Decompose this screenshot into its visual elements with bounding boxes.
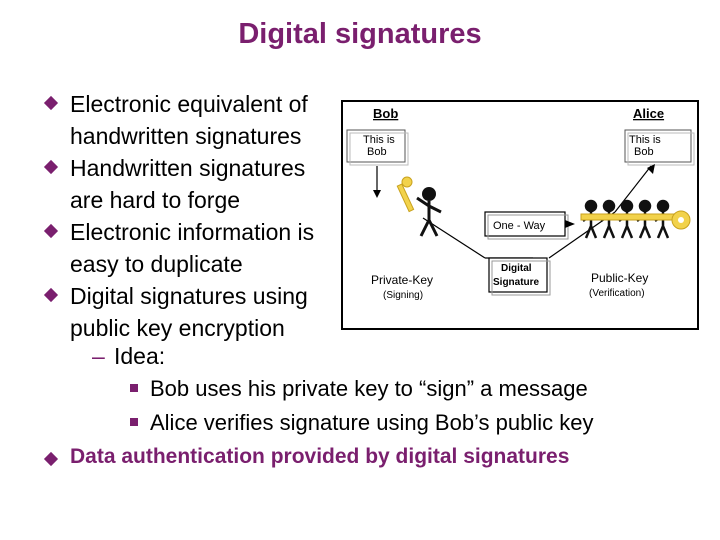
square-bullet-icon [130, 384, 138, 393]
public-key-sublabel: (Verification) [589, 288, 645, 299]
public-key-icon [580, 210, 691, 230]
sub-sub-bullets: Bob uses his private key to “sign” a mes… [130, 372, 710, 440]
private-key-sublabel: (Signing) [383, 290, 423, 301]
private-key-label: Private-Key [371, 273, 433, 287]
square-bullet-icon [130, 418, 138, 427]
private-key-icon [396, 176, 415, 213]
bob-doc-line: This is [363, 134, 395, 146]
sub-sub-bullet-text: Alice verifies signature using Bob’s pub… [150, 410, 594, 435]
sub-sub-bullet-text: Bob uses his private key to “sign” a mes… [150, 376, 588, 401]
alice-doc-line: This is [629, 134, 661, 146]
slide-title: Digital signatures [238, 18, 482, 50]
diamond-bullet-icon [43, 159, 59, 175]
bullet-line: Handwritten signatures [70, 155, 306, 181]
diamond-bullet-icon [43, 287, 59, 303]
alice-document: This is Bob [624, 129, 695, 166]
sub-bullet: –Idea: [92, 340, 692, 372]
bob-person-icon [416, 187, 442, 237]
bullet-item: Electronic equivalent of handwritten sig… [43, 88, 344, 152]
bullet-item: Handwritten signatures are hard to forge [43, 152, 344, 216]
signature-diagram: Bob Alice This is Bob This is Bob [346, 106, 695, 301]
signature-figure: Bob Alice This is Bob This is Bob [341, 100, 699, 330]
sub-sub-bullet-item: Alice verifies signature using Bob’s pub… [130, 406, 710, 440]
bob-doc-line: Bob [367, 146, 387, 158]
bullet-line: public key encryption [70, 315, 285, 341]
bullet-line: Electronic information is [70, 219, 315, 245]
one-way-label: One - Way [493, 220, 546, 232]
digital-signature-box: Digital Signature [488, 257, 551, 296]
last-bullet: Data authentication provided by digital … [43, 445, 570, 469]
diamond-bullet-icon [43, 223, 59, 239]
bullet-item: Electronic information is easy to duplic… [43, 216, 344, 280]
public-key-label: Public-Key [591, 271, 648, 285]
bullet-line: Electronic equivalent of [70, 91, 308, 117]
bob-document: This is Bob [346, 129, 409, 166]
one-way-box: One - Way [484, 211, 575, 240]
bullet-item: Digital signatures using public key encr… [43, 280, 344, 344]
bullet-line: are hard to forge [70, 187, 241, 213]
bullet-line: handwritten signatures [70, 123, 302, 149]
bob-label: Bob [373, 106, 398, 121]
sub-sub-bullet-item: Bob uses his private key to “sign” a mes… [130, 372, 710, 406]
last-bullet-text: Data authentication provided by digital … [70, 445, 570, 468]
diamond-bullet-icon [43, 95, 59, 111]
alice-doc-line: Bob [634, 146, 654, 158]
bullet-line: Digital signatures using [70, 283, 308, 309]
bullet-list: Electronic equivalent of handwritten sig… [43, 88, 344, 344]
sub-bullet-text: Idea: [114, 343, 166, 369]
bullet-line: easy to duplicate [70, 251, 243, 277]
alice-label: Alice [633, 106, 664, 121]
signing-line [422, 217, 486, 259]
digital-signature-line: Digital [501, 263, 532, 274]
digital-signature-line: Signature [493, 277, 540, 288]
dash-bullet-icon: – [92, 343, 105, 369]
